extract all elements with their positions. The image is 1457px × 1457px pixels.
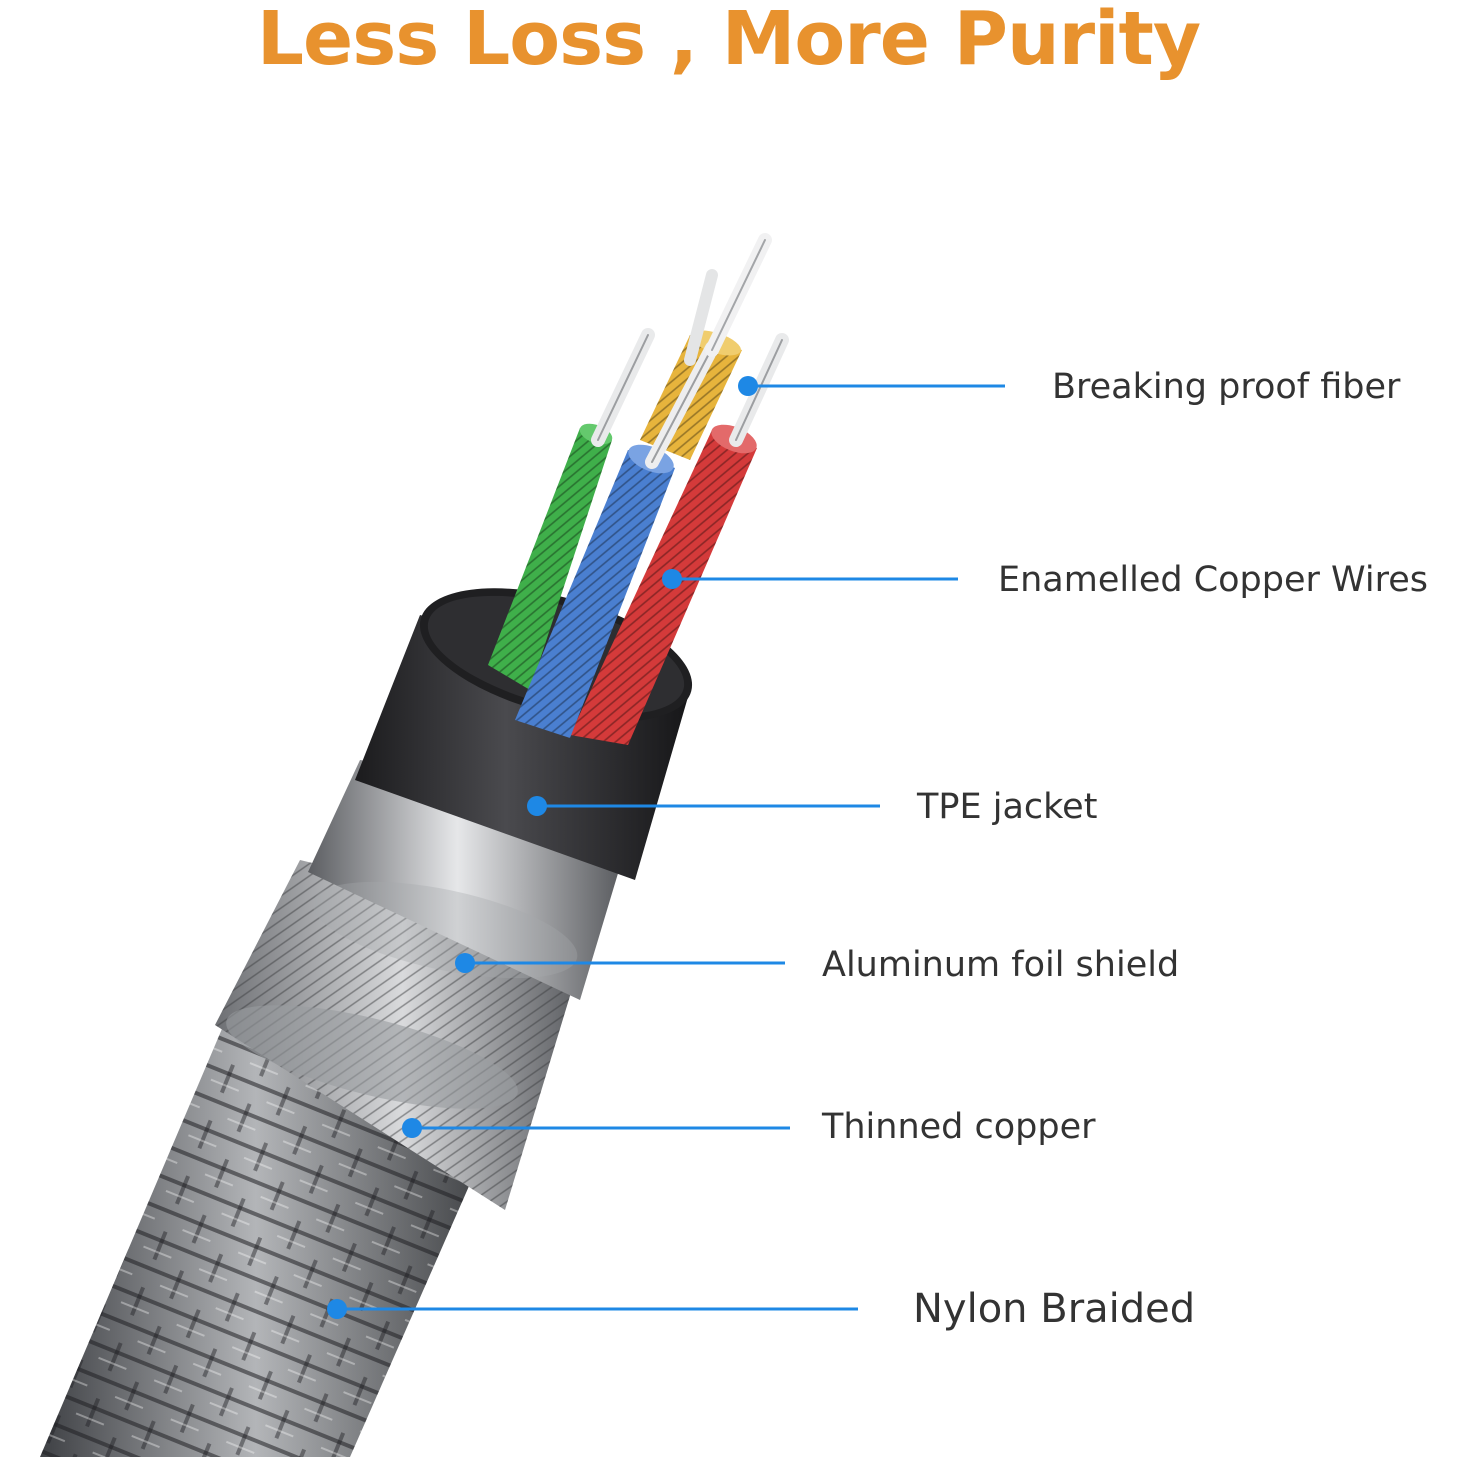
callout-dot-foil-shield (455, 953, 475, 973)
callout-label-fiber: Breaking proof fiber (1052, 367, 1401, 407)
callout-tpe-jacket: TPE jacket (527, 787, 1097, 827)
callout-nylon-braided: Nylon Braided (327, 1286, 1195, 1332)
callout-dot-fiber (738, 376, 758, 396)
callout-dot-thinned-copper (402, 1118, 422, 1138)
callout-foil-shield: Aluminum foil shield (455, 945, 1179, 985)
callout-label-foil-shield: Aluminum foil shield (822, 945, 1179, 985)
callout-fiber: Breaking proof fiber (738, 367, 1401, 407)
callout-dot-tpe-jacket (527, 796, 547, 816)
fiber-strands (591, 233, 789, 469)
callout-label-thinned-copper: Thinned copper (821, 1107, 1096, 1147)
callout-label-tpe-jacket: TPE jacket (916, 787, 1097, 827)
callouts: Breaking proof fiber Enamelled Copper Wi… (327, 367, 1428, 1332)
callout-label-copper-wires: Enamelled Copper Wires (998, 560, 1428, 600)
callout-label-nylon-braided: Nylon Braided (913, 1286, 1195, 1332)
page-title: Less Loss , More Purity (256, 0, 1201, 82)
callout-dot-copper-wires (662, 569, 682, 589)
callout-thinned-copper: Thinned copper (402, 1107, 1096, 1147)
copper-wires-bundle (488, 330, 757, 745)
callout-dot-nylon-braided (327, 1299, 347, 1319)
callout-copper-wires: Enamelled Copper Wires (662, 560, 1428, 600)
